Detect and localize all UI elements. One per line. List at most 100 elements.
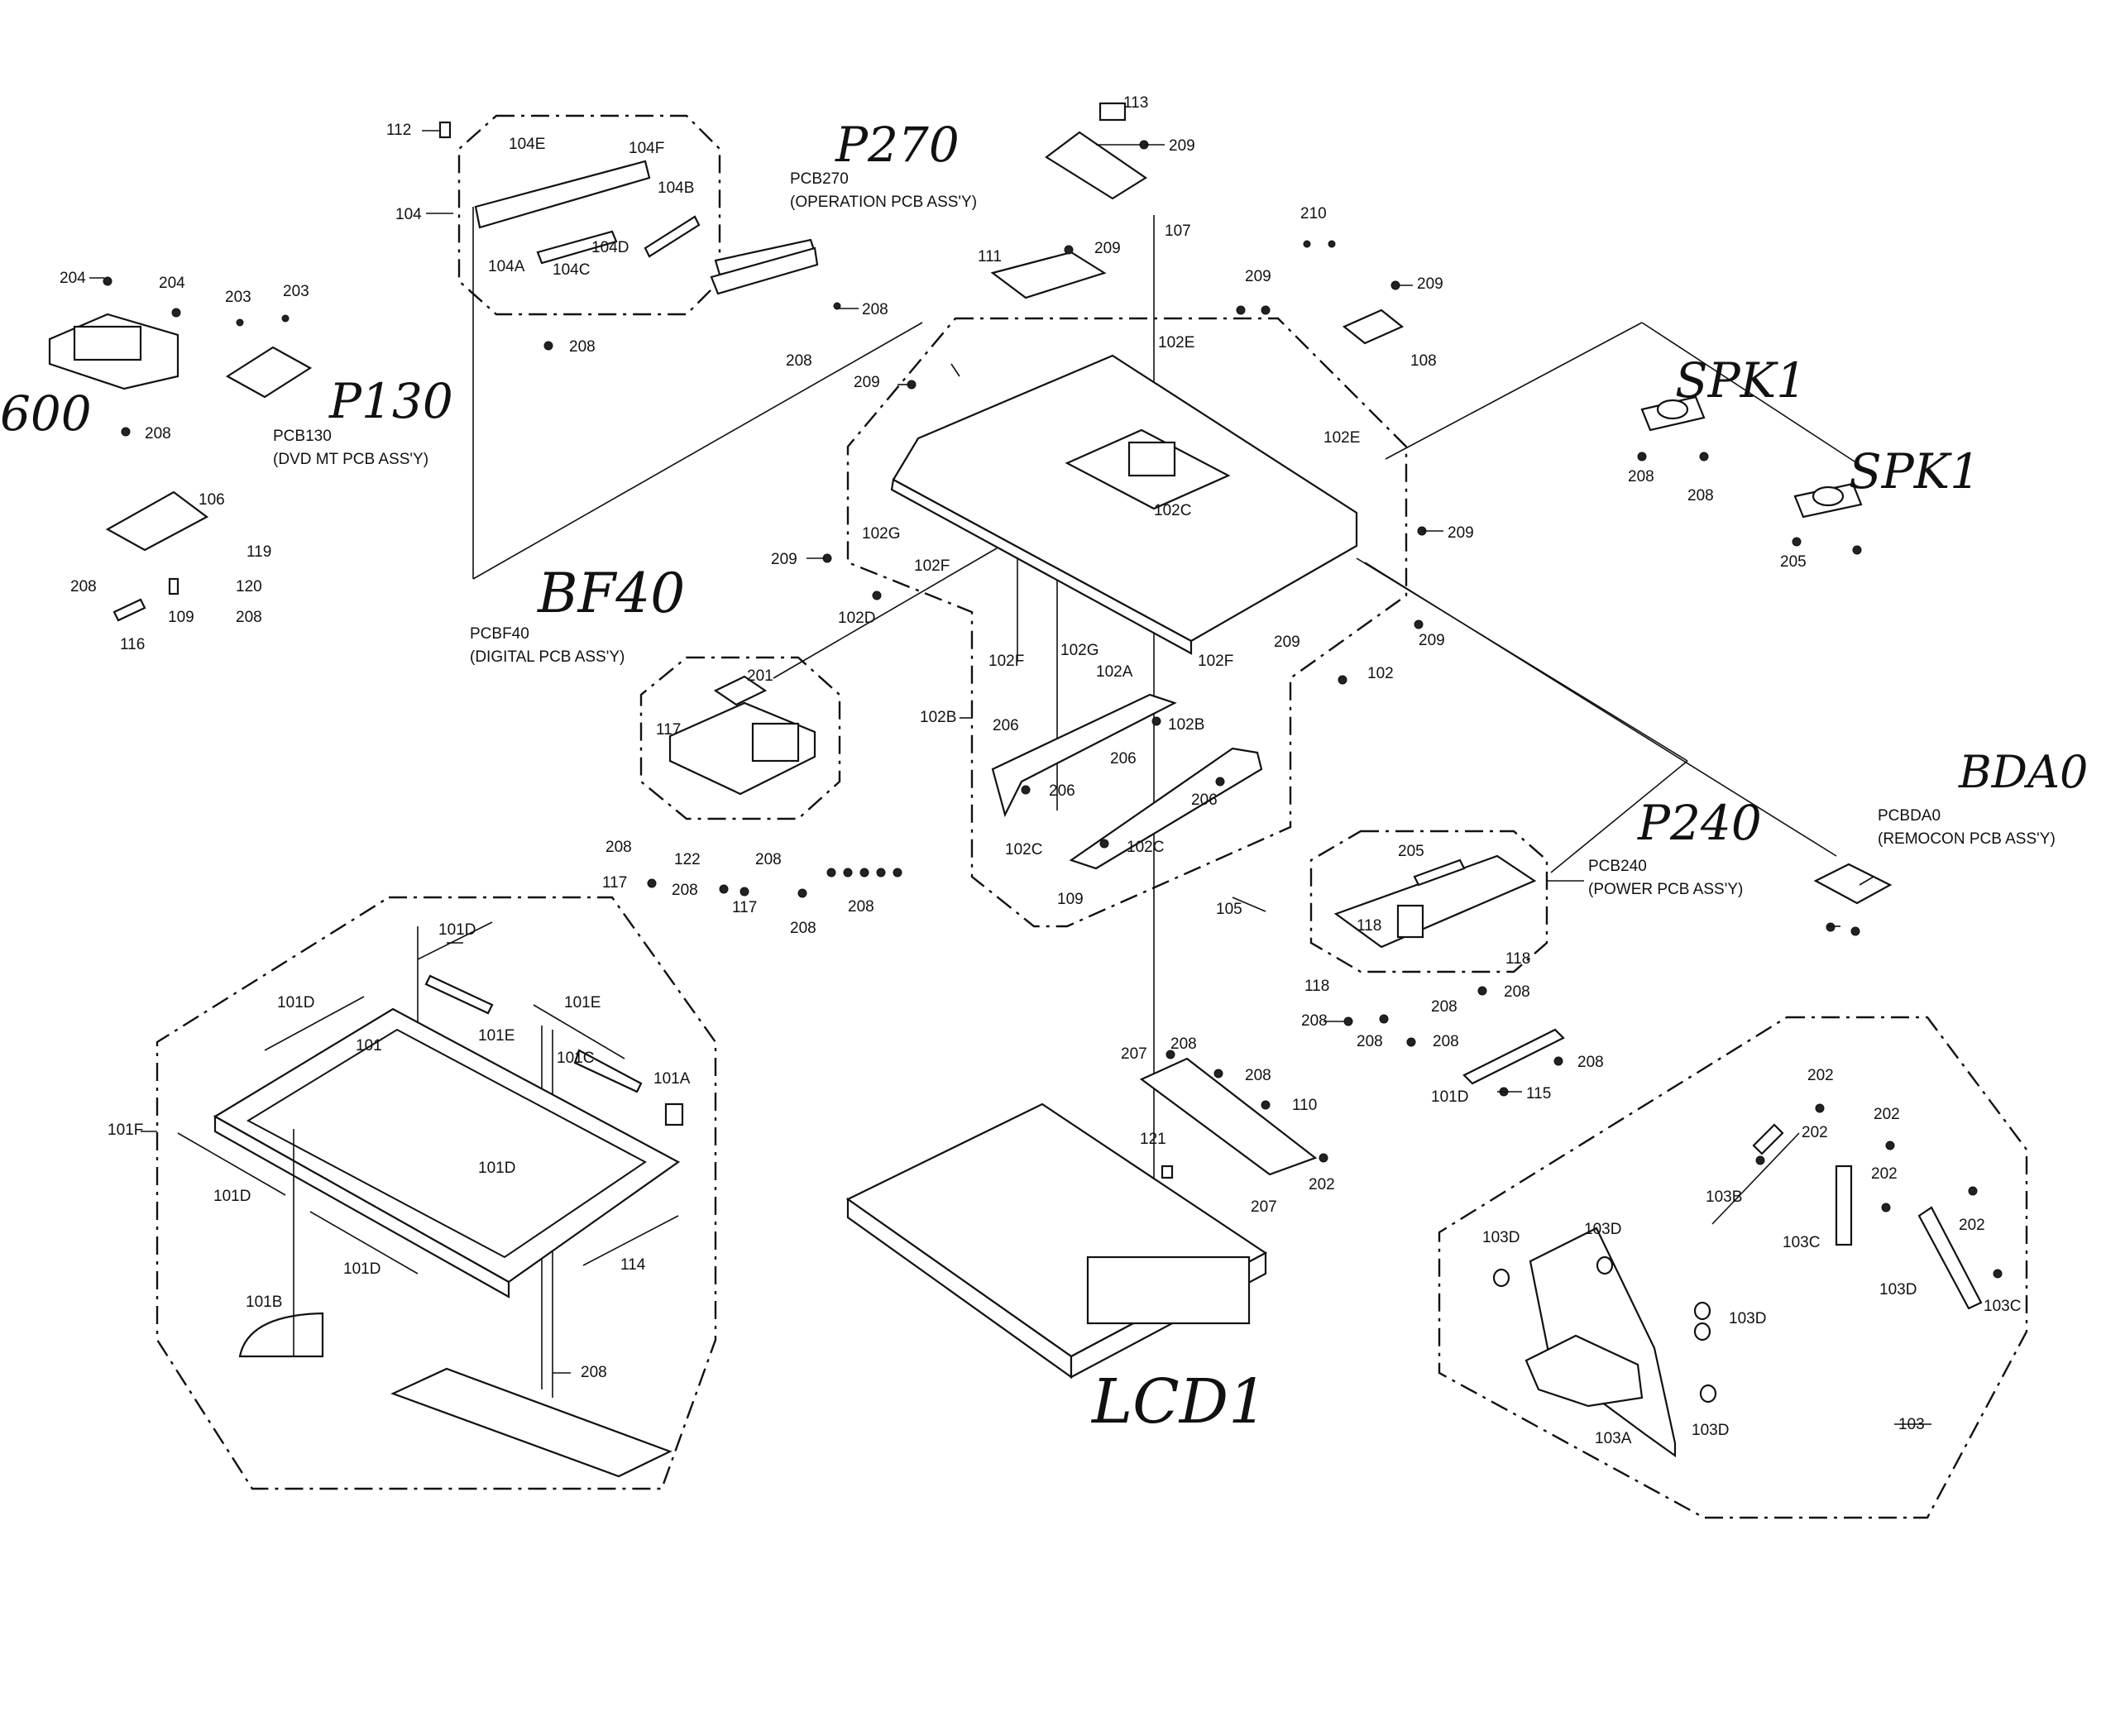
part-label: 102D	[838, 610, 875, 627]
part-label: 117	[732, 899, 757, 916]
part-label: 119	[246, 543, 271, 561]
part-label: 208	[1170, 1035, 1197, 1053]
part-label: 104D	[591, 239, 629, 256]
part-label: 208	[848, 898, 874, 916]
part-label: 202	[1309, 1176, 1335, 1193]
part-label: 104	[395, 206, 422, 223]
part-label: 204	[60, 270, 86, 287]
caption-pcbda0-code: PCBDA0	[1878, 807, 1941, 825]
part-label: 208	[1433, 1033, 1459, 1050]
part-label: 101D	[343, 1260, 381, 1278]
part-label: 208	[755, 851, 782, 868]
part-label: 101C	[557, 1050, 594, 1067]
dvd-mt-parts	[48, 276, 313, 622]
hw-spk1-top: SPK1	[1675, 352, 1807, 409]
part-label: 103D	[1879, 1281, 1917, 1298]
part-label: 114	[620, 1256, 646, 1274]
part-label: 109	[1057, 891, 1084, 908]
part-label: 203	[225, 289, 251, 306]
speakers	[1637, 395, 1863, 555]
part-label: 101D	[277, 994, 314, 1011]
part-label: 102E	[1158, 334, 1194, 352]
part-label: 107	[1165, 222, 1191, 240]
leader-ticks	[89, 130, 1931, 1425]
hw-p240: P240	[1637, 795, 1762, 851]
part-label: 101	[356, 1037, 382, 1055]
power-pcb	[1333, 854, 1565, 1097]
part-label: 118	[1357, 917, 1381, 935]
part-label: 102C	[1127, 839, 1164, 856]
part-label: 103D	[1692, 1422, 1729, 1439]
part-label: 101F	[108, 1121, 143, 1139]
part-label: 102E	[1323, 429, 1360, 447]
part-label: 208	[672, 882, 698, 899]
part-label: 103D	[1729, 1310, 1766, 1327]
part-label: 207	[1251, 1198, 1277, 1216]
part-label: 102F	[1198, 653, 1233, 670]
part-label: 103B	[1706, 1188, 1742, 1206]
part-label: 118	[1304, 978, 1329, 995]
part-label: 102F	[914, 557, 950, 575]
caption-pcb130-code: PCB130	[273, 428, 332, 445]
part-label: 208	[605, 839, 632, 856]
part-number-labels: 112 104E 104F 104B 104 104A 104C 104D 20…	[60, 94, 2021, 1447]
hw-bda0: BDA0	[1958, 746, 2088, 798]
part-label: 209	[854, 374, 880, 391]
hw-p130: P130	[328, 373, 453, 429]
part-label: 208	[1301, 1012, 1328, 1030]
part-label: 204	[159, 275, 185, 292]
part-label: 108	[1410, 352, 1437, 370]
part-label: 104E	[509, 136, 545, 153]
brackets	[991, 693, 1263, 870]
group-operation-pcb	[457, 114, 721, 316]
part-label: 206	[1191, 791, 1218, 809]
stand	[1492, 1103, 2003, 1458]
part-label: 102C	[1154, 502, 1191, 519]
part-label: 103C	[1783, 1234, 1820, 1251]
caption-pcb270-code: PCB270	[790, 170, 849, 188]
lcd-panel	[845, 1050, 1328, 1380]
part-label: 112	[386, 122, 411, 139]
hw-p270: P270	[835, 117, 960, 173]
part-label: 101D	[1431, 1088, 1468, 1106]
part-label: 102B	[1168, 716, 1204, 734]
hw-spk1-bottom: SPK1	[1849, 443, 1980, 500]
part-label: 208	[1357, 1033, 1383, 1050]
part-label: 208	[786, 352, 812, 370]
part-label: 201	[747, 667, 773, 685]
part-label: 102C	[1005, 841, 1042, 858]
part-label: 202	[1802, 1124, 1828, 1141]
part-label: 117	[656, 721, 681, 739]
part-label: 209	[1274, 634, 1300, 651]
part-label: 202	[1871, 1165, 1898, 1183]
part-label: 208	[236, 609, 262, 626]
caption-pcb240-code: PCB240	[1588, 858, 1647, 875]
part-label: 208	[862, 301, 888, 318]
part-label: 104A	[488, 258, 525, 275]
part-label: 105	[1216, 901, 1242, 918]
part-label: 209	[1169, 137, 1195, 155]
part-label: 205	[1398, 843, 1424, 860]
part-label: 102B	[920, 709, 956, 726]
handwritten-annotations: P270 P130 600 BF40 SPK1 SPK1 BDA0 P240 L…	[0, 117, 2088, 1437]
part-label: 118	[1505, 950, 1530, 968]
part-label: 209	[1245, 268, 1271, 285]
part-label: 209	[1417, 275, 1443, 293]
part-label: 208	[581, 1364, 607, 1381]
caption-pcbda0-desc: (REMOCON PCB ASS'Y)	[1878, 830, 2056, 848]
rear-cover	[822, 102, 1427, 685]
part-label: 103A	[1595, 1430, 1632, 1447]
part-label: 208	[1577, 1054, 1604, 1071]
part-label: 101D	[438, 921, 476, 939]
part-label: 102	[1367, 665, 1394, 682]
part-label: 208	[790, 920, 816, 937]
group-stand	[1438, 1016, 2028, 1519]
part-label: 116	[120, 636, 145, 653]
remocon-pcb	[1813, 863, 1893, 936]
part-label: 203	[283, 283, 309, 300]
part-label: 109	[168, 609, 194, 626]
caption-pcb130-desc: (DVD MT PCB ASS'Y)	[273, 451, 428, 468]
operation-pcb-parts	[438, 121, 841, 351]
caption-pcbf40-desc: (DIGITAL PCB ASS'Y)	[470, 648, 625, 666]
